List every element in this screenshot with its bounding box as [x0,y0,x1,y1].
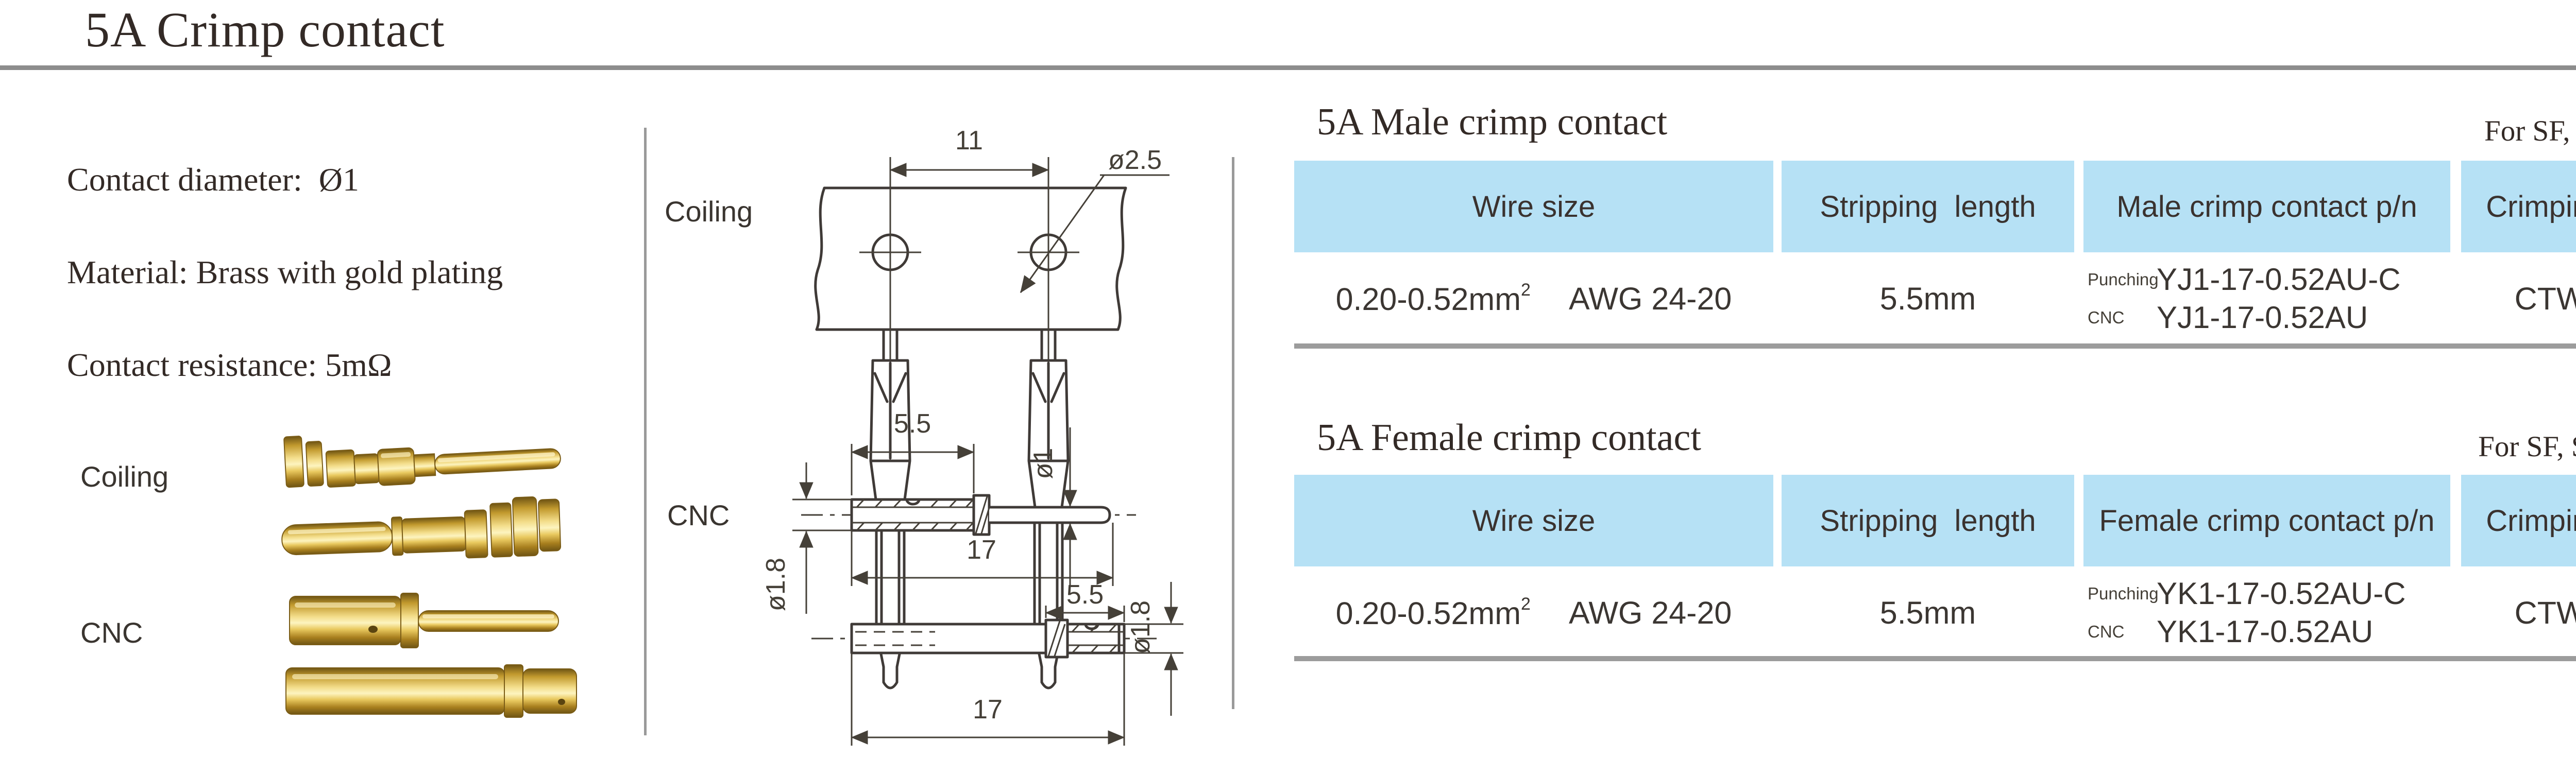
female-col-crimping-tool: Crimping tool p/n [2461,475,2576,566]
dim-female-total-len: 17 [973,695,1003,725]
male-cell-crimping-tool: CTW-0.14/4 [2514,281,2576,316]
male-cell-stripping-length: 5.5mm [1879,281,1976,316]
dim-female-barrel-dia: ø1.8 [1126,600,1156,654]
male-col-crimping-tool: Crimping tool p/n [2461,161,2576,252]
photo-cnc-male-contact [284,591,573,654]
photo-coiling-label: Coiling [80,460,169,493]
spec-material: Material: Brass with gold plating [67,254,503,290]
female-col-contact-pn: Female crimp contact p/n [2083,475,2450,566]
technical-drawings: Coiling 11 ø2.5 CNC [665,126,1183,746]
female-col-wire-size: Wire size [1294,475,1773,566]
photo-coiling-male-contact [276,416,579,511]
photo-coiling-female-contact [274,488,586,579]
female-table-note: For SF, SA, SP, SY, WP, WS/WF/WY16~28 [2478,430,2576,463]
photo-cnc-female-contact [281,662,587,725]
female-table-title: 5A Female crimp contact [1317,417,1701,459]
female-table-bottom-rule [1294,656,2576,661]
drawing-coiling-label: Coiling [665,195,753,228]
male-table-note: For SF, SA, SP, SY, WP, WS/WF/WY16-28 [2484,115,2570,147]
male-table-bottom-rule [1294,343,2576,349]
dim-male-barrel-dia: ø1.8 [761,558,791,611]
dim-male-total-len: 17 [967,535,996,565]
dim-male-pin-dia: ø1 [1028,448,1058,479]
male-col-contact-pn: Male crimp contact p/n [2083,161,2450,252]
spec-contact-resistance: Contact resistance: 5mΩ [67,347,392,383]
male-col-wire-size: Wire size [1294,161,1773,252]
dim-female-crimp-len: 5.5 [1066,580,1104,610]
female-cell-crimping-tool: CTW-0.14/4 [2514,595,2576,630]
dim-male-crimp-len: 5.5 [894,409,931,439]
male-table-title: 5A Male crimp contact [1317,101,1668,143]
photo-cnc-label: CNC [80,616,143,649]
drawing-cnc-label: CNC [667,499,730,531]
male-col-stripping-length: Stripping length [1782,161,2074,252]
divider-left [644,128,647,735]
dim-coiling-pitch: 11 [955,126,983,156]
header-rule [0,65,2576,70]
dim-coiling-hole: ø2.5 [1108,145,1162,175]
page-title: 5A Crimp contact [85,2,445,57]
female-cell-stripping-length: 5.5mm [1879,595,1976,630]
spec-contact-diameter: Contact diameter: Ø1 [67,161,359,198]
female-col-stripping-length: Stripping length [1782,475,2074,566]
divider-right [1232,157,1234,709]
